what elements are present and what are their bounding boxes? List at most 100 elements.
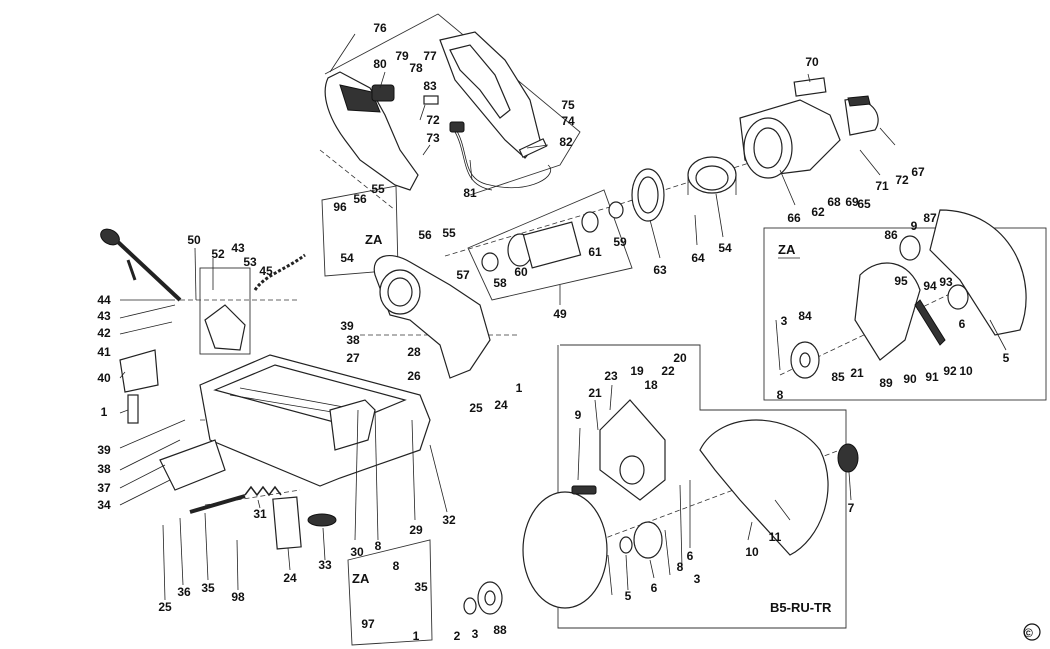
part-callout-74: 74 (561, 114, 575, 128)
part-callout-38: 38 (97, 462, 111, 476)
part-callout-49: 49 (553, 307, 567, 321)
part-callout-5: 5 (1003, 351, 1010, 365)
part-callout-3: 3 (781, 314, 788, 328)
part-callout-33: 33 (318, 558, 332, 572)
part-callout-52: 52 (211, 247, 225, 261)
part-callout-21: 21 (588, 386, 602, 400)
part-callout-70: 70 (805, 55, 819, 69)
part-callout-6: 6 (959, 317, 966, 331)
za-label-base: ZA (352, 571, 370, 586)
part-callout-10: 10 (959, 364, 973, 378)
part-callout-54: 54 (718, 241, 732, 255)
part-callout-60: 60 (514, 265, 528, 279)
part-callout-3: 3 (472, 627, 479, 641)
part-callout-30: 30 (350, 545, 364, 559)
part-callout-32: 32 (442, 513, 456, 527)
za-inset-guard (763, 227, 1047, 401)
part-callout-50: 50 (187, 233, 201, 247)
part-callout-62: 62 (811, 205, 825, 219)
part-callout-93: 93 (939, 275, 953, 289)
part-callout-67: 67 (911, 165, 925, 179)
part-callout-22: 22 (661, 364, 675, 378)
part-callout-68: 68 (827, 195, 841, 209)
part-callout-1: 1 (413, 629, 420, 643)
part-callout-45: 45 (259, 264, 273, 278)
part-callout-86: 86 (884, 228, 898, 242)
part-callout-44: 44 (97, 293, 111, 307)
part-callout-61: 61 (588, 245, 602, 259)
part-callout-75: 75 (561, 98, 575, 112)
part-callout-29: 29 (409, 523, 423, 537)
part-callout-10: 10 (745, 545, 759, 559)
part-callout-8: 8 (677, 560, 684, 574)
part-callout-84: 84 (798, 309, 812, 323)
part-callout-90: 90 (903, 372, 917, 386)
part-callout-92: 92 (943, 364, 957, 378)
part-callout-23: 23 (604, 369, 618, 383)
part-callout-96: 96 (333, 200, 347, 214)
part-callout-87: 87 (923, 211, 937, 225)
part-callout-39: 39 (340, 319, 354, 333)
part-callout-81: 81 (463, 186, 477, 200)
part-callout-1: 1 (516, 381, 523, 395)
part-callout-24: 24 (494, 398, 508, 412)
copyright-mark: © (1024, 626, 1033, 640)
part-callout-77: 77 (423, 49, 437, 63)
part-callout-56: 56 (353, 192, 367, 206)
za-label-guard: ZA (778, 242, 796, 257)
part-callout-27: 27 (346, 351, 360, 365)
part-callout-71: 71 (875, 179, 889, 193)
part-callout-31: 31 (253, 507, 267, 521)
part-callout-78: 78 (409, 61, 423, 75)
part-callout-65: 65 (857, 197, 871, 211)
part-callout-94: 94 (923, 279, 937, 293)
part-callout-9: 9 (911, 219, 918, 233)
part-callout-25: 25 (469, 401, 483, 415)
part-callout-56: 56 (418, 228, 432, 242)
part-callout-88: 88 (493, 623, 507, 637)
part-drawings (100, 31, 1027, 615)
part-callout-25: 25 (158, 600, 172, 614)
part-callout-6: 6 (651, 581, 658, 595)
part-callout-73: 73 (426, 131, 440, 145)
part-callout-80: 80 (373, 57, 387, 71)
part-callout-79: 79 (395, 49, 409, 63)
part-callout-8: 8 (777, 388, 784, 402)
part-callout-85: 85 (831, 370, 845, 384)
part-callout-58: 58 (493, 276, 507, 290)
part-callout-53: 53 (243, 255, 257, 269)
part-callout-83: 83 (423, 79, 437, 93)
part-callout-72: 72 (895, 173, 909, 187)
part-callout-6: 6 (687, 549, 694, 563)
part-callout-57: 57 (456, 268, 470, 282)
part-callout-34: 34 (97, 498, 111, 512)
part-callout-20: 20 (673, 351, 687, 365)
part-callout-54: 54 (340, 251, 354, 265)
part-callout-8: 8 (375, 539, 382, 553)
part-callout-42: 42 (97, 326, 111, 340)
part-callout-63: 63 (653, 263, 667, 277)
part-callout-8: 8 (393, 559, 400, 573)
part-callout-3: 3 (694, 572, 701, 586)
cutoff-wheel (522, 491, 608, 609)
part-callout-69: 69 (845, 195, 859, 209)
part-callout-38: 38 (346, 333, 360, 347)
part-callout-43: 43 (231, 241, 245, 255)
part-callout-19: 19 (630, 364, 644, 378)
part-callout-18: 18 (644, 378, 658, 392)
part-callout-76: 76 (373, 21, 387, 35)
part-callout-5: 5 (625, 589, 632, 603)
part-callout-37: 37 (97, 481, 111, 495)
za-label-switch: ZA (365, 232, 383, 247)
part-callout-82: 82 (559, 135, 573, 149)
part-callout-7: 7 (848, 501, 855, 515)
za-inset-base (347, 539, 433, 646)
part-callout-43: 43 (97, 309, 111, 323)
leader-lines (119, 33, 1007, 601)
part-callout-89: 89 (879, 376, 893, 390)
part-callout-28: 28 (407, 345, 421, 359)
part-callout-39: 39 (97, 443, 111, 457)
part-callout-26: 26 (407, 369, 421, 383)
